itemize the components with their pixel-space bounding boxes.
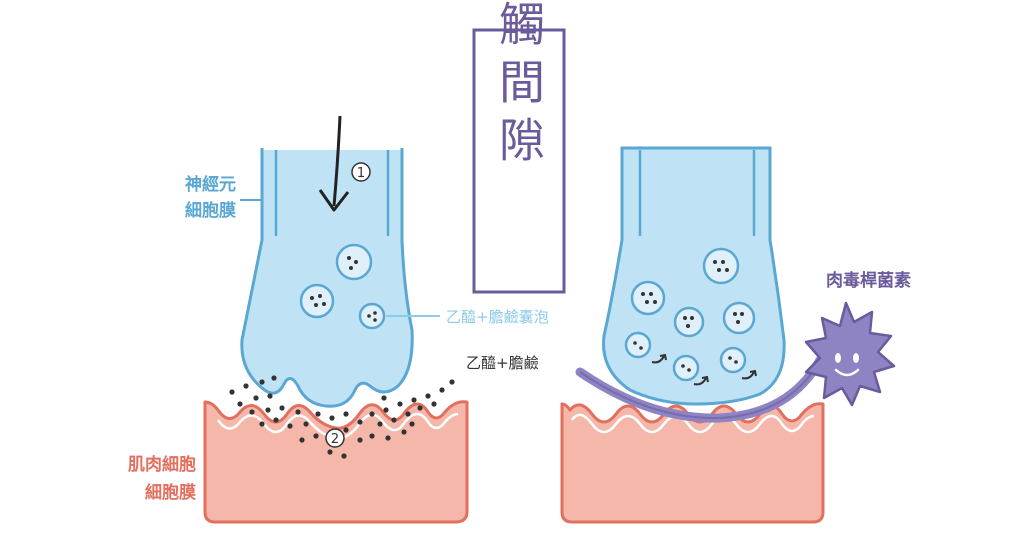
acetylcholine-label: 乙醯+膽鹼 [466,354,539,372]
step-1-number: 1 [357,166,365,181]
botulinum-toxin-label: 肉毒桿菌素 [826,270,911,291]
step-2-number: 2 [331,432,339,447]
neuron-terminal-left [241,150,413,407]
muscle-membrane-label-1: 肌肉細胞 [128,454,196,475]
signal-arrow [332,115,342,207]
title: 突觸間隙 [492,0,546,174]
muscle-cell-right [560,402,825,524]
vesicle-label: 乙醯+膽鹼囊泡 [446,308,549,326]
step-1-marker [351,162,371,182]
neuron-membrane-label-2: 細胞膜 [185,200,236,221]
vesicles-right [624,247,756,382]
botulinum-toxin-icon [804,301,896,407]
blocked-release-arrows [651,353,757,386]
acetylcholine-molecules [229,375,455,459]
muscle-membrane-label-2: 細胞膜 [145,482,196,503]
title-box [472,28,566,294]
step-2-marker [325,428,345,448]
neuron-membrane-label-1: 神經元 [185,174,236,195]
neuron-membrane-left [240,148,414,408]
